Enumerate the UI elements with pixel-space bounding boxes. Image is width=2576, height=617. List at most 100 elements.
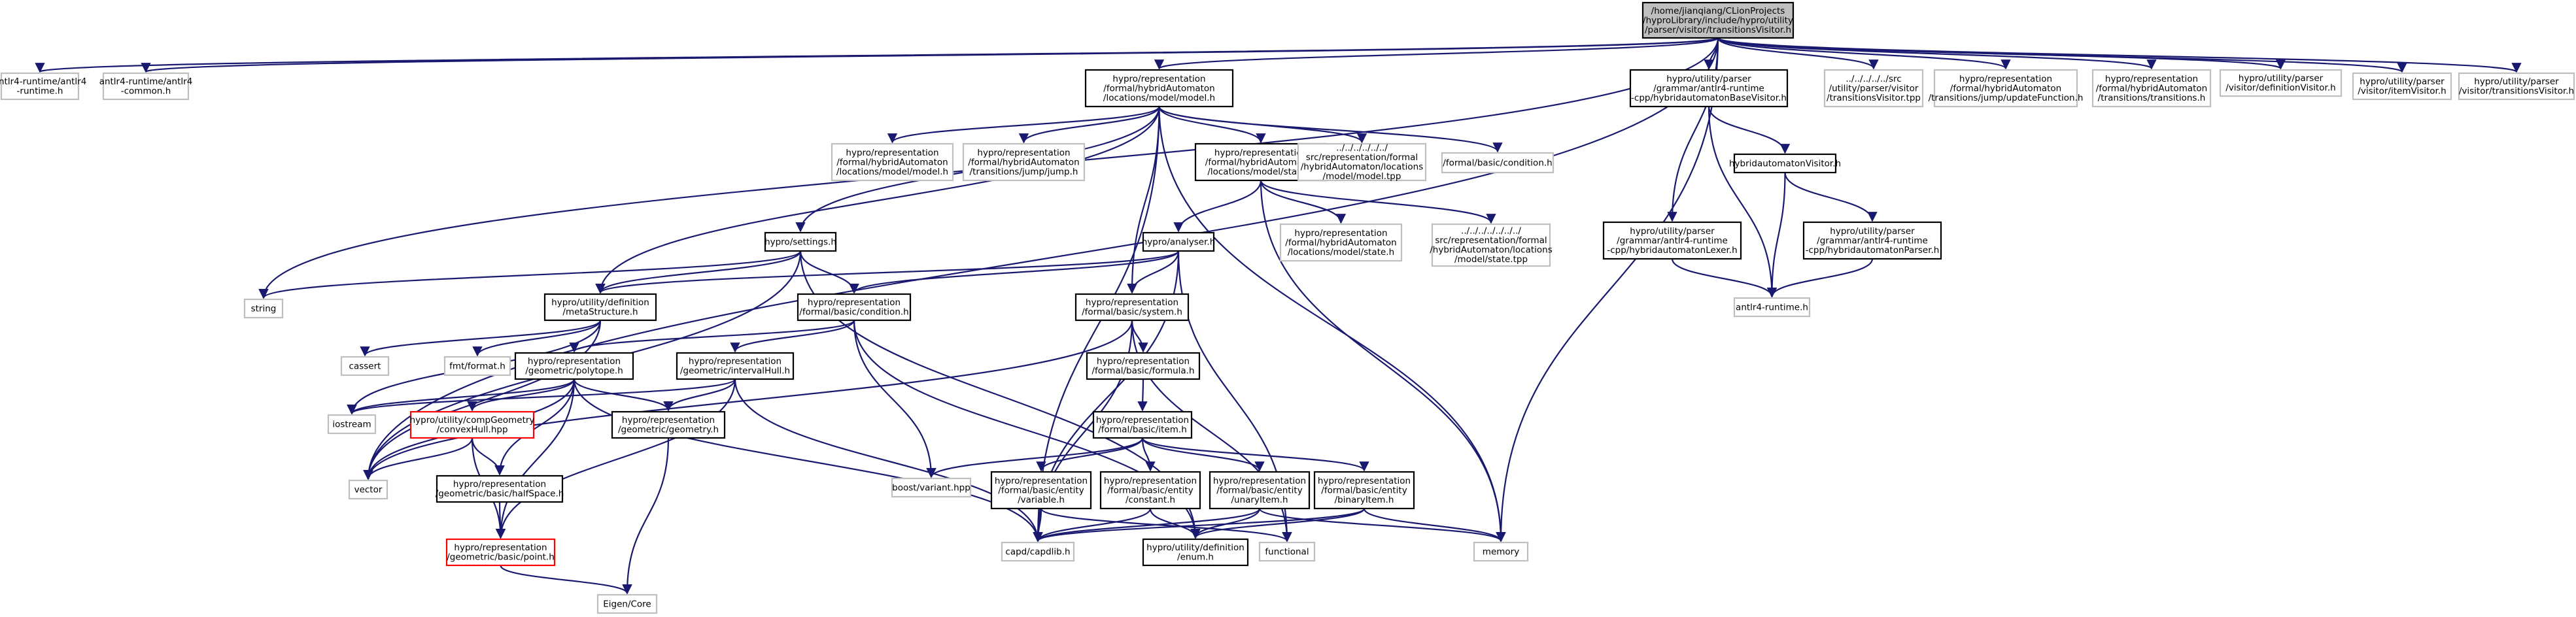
node-label-line: hypro/representation	[1213, 476, 1306, 486]
node-label-line: /locations/model/model.h	[1103, 93, 1215, 103]
node-label-line: hypro/representation	[622, 415, 715, 425]
node-state-tpp[interactable]: ../../../../../../../src/representation/…	[1430, 223, 1553, 267]
node-antlr4-runtime-h[interactable]: antlr4-runtime.h	[1733, 297, 1811, 318]
node-antlr-common[interactable]: antlr4-runtime/antlr4-common.h	[99, 72, 193, 101]
node-label-line: /formal/hybridAutomaton	[1205, 157, 1316, 167]
edge-model-h-to-state-h	[1158, 106, 1266, 144]
node-label-line: memory	[1483, 546, 1519, 557]
node-string[interactable]: string	[243, 298, 284, 319]
node-label-line: /formal/basic/item.h	[1098, 425, 1187, 435]
node-analyser-h[interactable]: hypro/analyser.h	[1142, 231, 1216, 252]
edge-model-h-to-memory	[1158, 106, 1506, 542]
edge-binaryitem-h-to-capdlib	[1033, 507, 1365, 542]
node-iostream[interactable]: iostream	[327, 414, 377, 435]
node-label-line: /grammar/antlr4-runtime	[1653, 83, 1764, 93]
node-intervalhull-h[interactable]: hypro/representation/geometric/intervalH…	[676, 352, 795, 380]
node-transvisitor-tpp[interactable]: ../../../../../src/utility/parser/visito…	[1823, 69, 1924, 108]
node-label-line: hypro/representation	[995, 476, 1088, 486]
node-boostvariant[interactable]: boost/variant.hpp	[891, 477, 972, 498]
node-state-h2[interactable]: hypro/representation/formal/hybridAutoma…	[1279, 223, 1403, 262]
edge-root-to-itemvisitor	[1717, 37, 2407, 73]
node-box	[962, 142, 1086, 182]
node-condition-ext[interactable]: /formal/basic/condition.h	[1441, 152, 1554, 174]
node-formula-h[interactable]: hypro/representation/formal/basic/formul…	[1086, 352, 1201, 380]
node-label-line: /geometric/basic/halfSpace.h	[436, 489, 564, 499]
node-parser-h[interactable]: hypro/utility/parser/grammar/antlr4-runt…	[1802, 221, 1942, 260]
node-box	[1279, 223, 1403, 262]
edge-settings-h-to-string	[258, 250, 802, 299]
node-geometry-h[interactable]: hypro/representation/geometric/geometry.…	[611, 410, 726, 439]
node-label-line: hypro/utility/definition	[551, 297, 649, 308]
node-box	[1092, 410, 1193, 439]
node-label-line: /home/jianqiang/CLionProjects	[1651, 6, 1785, 16]
edge-intervalhull-h-to-iostream	[347, 378, 736, 415]
node-box	[436, 475, 564, 503]
node-label-line: /unaryItem.h	[1231, 495, 1288, 505]
edge-intervalhull-h-to-geometry-h	[663, 378, 736, 412]
node-constant-h[interactable]: hypro/representation/formal/basic/entity…	[1099, 471, 1201, 510]
node-capdlib[interactable]: capd/capdlib.h	[1001, 541, 1075, 562]
node-root: /home/jianqiang/CLionProjects/hyproLibra…	[1641, 1, 1795, 39]
node-unaryitem-h[interactable]: hypro/representation/formal/basic/entity…	[1209, 471, 1311, 510]
node-box	[1074, 293, 1190, 322]
node-point-h[interactable]: hypro/representation/geometric/basic/poi…	[445, 538, 556, 567]
node-enum-h[interactable]: hypro/utility/definition/enum.h	[1142, 538, 1249, 567]
node-label-line: /variable.h	[1018, 495, 1065, 505]
node-model-tpp[interactable]: ../../../../../../src/representation/for…	[1297, 143, 1427, 182]
node-halfspace-h[interactable]: hypro/representation/geometric/basic/hal…	[436, 475, 564, 503]
node-fmtformat[interactable]: fmt/format.h	[443, 356, 511, 376]
node-itemvisitor[interactable]: hypro/utility/parser/visitor/itemVisitor…	[2352, 72, 2452, 101]
node-box	[514, 352, 634, 380]
edge-state-h-to-analyser-h	[1173, 180, 1262, 233]
node-polytope-h[interactable]: hypro/representation/geometric/polytope.…	[514, 352, 634, 380]
node-label-line: hypro/representation	[454, 542, 547, 553]
edge-root-to-transitions-h	[1717, 37, 2157, 70]
node-item-h[interactable]: hypro/representation/formal/basic/item.h	[1092, 410, 1193, 439]
node-model-h[interactable]: hypro/representation/formal/hybridAutoma…	[1084, 69, 1234, 108]
node-label-line: hypro/utility/parser	[2360, 76, 2445, 87]
node-transvisitor-h[interactable]: hypro/utility/parser/visitor/transitions…	[2458, 72, 2575, 101]
node-label-line: /utility/parser/visitor	[1829, 83, 1919, 93]
node-condition-h[interactable]: hypro/representation/formal/basic/condit…	[797, 293, 912, 322]
node-label-line: /hyproLibrary/include/hypro/utility	[1643, 15, 1793, 25]
node-vector[interactable]: vector	[348, 479, 388, 500]
node-convexhull[interactable]: hypro/utility/compGeometry/convexHull.hp…	[410, 410, 535, 439]
node-label-line: hypro/utility/definition	[1146, 542, 1245, 553]
node-automatonvisitor[interactable]: hybridautomatonVisitor.h	[1729, 153, 1841, 174]
node-label-line: /formal/basic/entity	[998, 485, 1084, 495]
edge-analyser-h-to-metastructure	[595, 250, 1180, 294]
node-box	[102, 72, 190, 101]
node-system-h[interactable]: hypro/representation/formal/basic/system…	[1074, 293, 1190, 322]
edge-model-h-to-metastructure	[595, 106, 1160, 294]
node-box	[1823, 69, 1924, 108]
node-model-model-h[interactable]: hypro/representation/formal/hybridAutoma…	[831, 142, 954, 182]
node-transitions-h[interactable]: hypro/representation/formal/hybridAutoma…	[2091, 69, 2212, 108]
edge-root-to-transvisitor-h	[1717, 37, 2522, 73]
node-label-line: /transitions/jump/jump.h	[970, 167, 1078, 177]
node-eigencore[interactable]: Eigen/Core	[596, 593, 658, 614]
node-basevisitor[interactable]: hypro/utility/parser/grammar/antlr4-runt…	[1629, 69, 1789, 108]
node-binaryitem-h[interactable]: hypro/representation/formal/basic/entity…	[1313, 471, 1415, 510]
node-settings-h[interactable]: hypro/settings.h	[764, 231, 837, 252]
node-jump-h[interactable]: hypro/representation/formal/hybridAutoma…	[962, 142, 1086, 182]
node-antlr-runtime[interactable]: antlr4-runtime/antlr4-runtime.h	[0, 72, 86, 101]
node-functional[interactable]: functional	[1258, 541, 1316, 562]
node-box	[2219, 69, 2343, 97]
node-label-line: /constant.h	[1125, 495, 1175, 505]
node-updatefunction[interactable]: hypro/representation/formal/hybridAutoma…	[1929, 69, 2084, 108]
node-cassert[interactable]: cassert	[340, 356, 390, 376]
node-defvisitor[interactable]: hypro/utility/parser/visitor/definitionV…	[2219, 69, 2343, 97]
node-label-line: ../../../../../src	[1846, 74, 1901, 84]
node-box	[1258, 541, 1316, 562]
edge-state-h-to-memory	[1260, 180, 1506, 542]
node-variable-h[interactable]: hypro/representation/formal/basic/entity…	[990, 471, 1092, 510]
edge-geometry-h-to-eigencore	[622, 437, 670, 595]
node-box	[1086, 352, 1201, 380]
node-label-line: /visitor/definitionVisitor.h	[2225, 83, 2335, 93]
node-metastructure[interactable]: hypro/utility/definition/metaStructure.h	[543, 293, 657, 322]
node-memory[interactable]: memory	[1473, 541, 1529, 562]
node-lexer-h[interactable]: hypro/utility/parser/grammar/antlr4-runt…	[1602, 221, 1742, 260]
edge-unaryitem-h-to-memory	[1258, 508, 1506, 542]
edge-root-to-transvisitor-tpp	[1717, 37, 1879, 70]
